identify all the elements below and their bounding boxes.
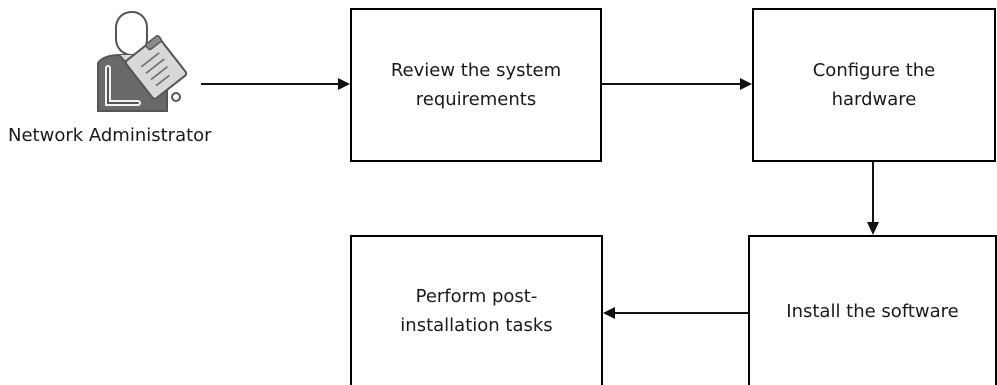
network-administrator-actor: Network Administrator — [0, 0, 280, 165]
actor-label: Network Administrator — [8, 125, 212, 146]
review-arrowhead — [338, 78, 350, 90]
post-installation-arrowhead — [603, 307, 615, 319]
install-arrowhead — [867, 222, 879, 235]
configure-hardware-label: Configure the hardware — [812, 60, 936, 110]
network-administrator-clipboard-icon — [97, 10, 188, 112]
install-software-label: Install the software — [786, 300, 959, 322]
install-software-step: Install the software — [748, 235, 997, 385]
configure-arrowhead — [740, 78, 752, 90]
configure-hardware-step: Configure the hardware — [752, 8, 996, 162]
post-installation-tasks-step: Perform post- installation tasks — [350, 235, 603, 385]
review-system-requirements-step: Review the system requirements — [350, 8, 602, 162]
post-installation-tasks-label: Perform post- installation tasks — [400, 286, 553, 336]
review-system-requirements-label: Review the system requirements — [390, 60, 562, 110]
